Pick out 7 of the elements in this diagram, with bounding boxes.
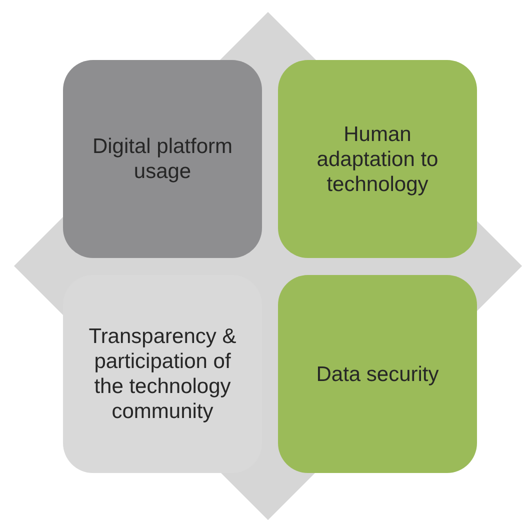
rounded-square bbox=[63, 60, 262, 258]
box-label: Human adaptation to technology bbox=[316, 122, 440, 196]
box-label: Transparency & participation of the technology community bbox=[88, 324, 238, 424]
rounded-square bbox=[278, 60, 477, 258]
rounded-square bbox=[278, 275, 477, 473]
box-label: Data security bbox=[316, 362, 439, 386]
box-label: Digital platform usage bbox=[91, 134, 234, 184]
